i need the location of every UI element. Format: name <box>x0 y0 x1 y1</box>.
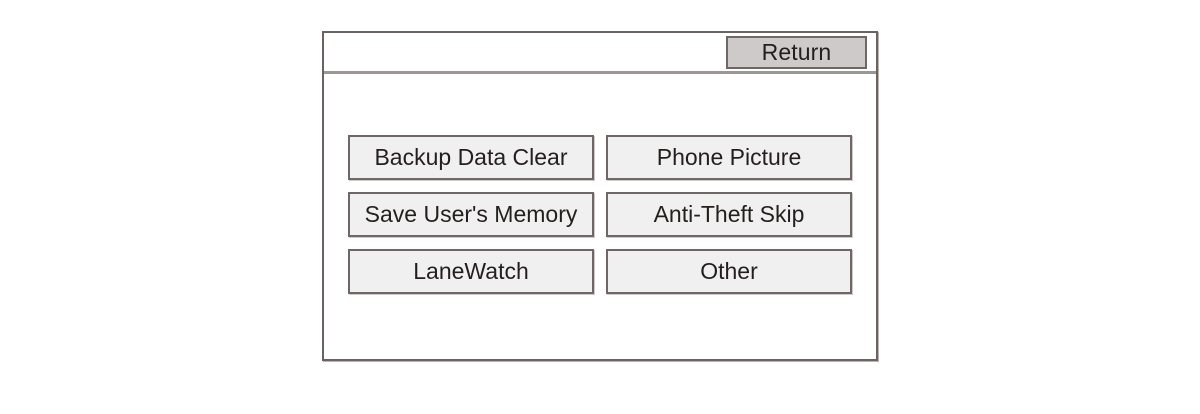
menu-button-label: Save User's Memory <box>364 201 578 227</box>
return-button-label: Return <box>761 39 832 65</box>
return-button[interactable]: Return <box>726 36 867 69</box>
menu-button-label: Backup Data Clear <box>374 144 568 170</box>
menu-body: Backup Data Clear Phone Picture Save Use… <box>324 74 876 359</box>
menu-button-anti-theft-skip[interactable]: Anti-Theft Skip <box>606 192 852 237</box>
menu-button-label: LaneWatch <box>413 258 529 284</box>
menu-grid: Backup Data Clear Phone Picture Save Use… <box>348 135 852 294</box>
device-screen-frame: Return Backup Data Clear Phone Picture S… <box>322 31 878 361</box>
title-bar: Return <box>324 33 876 74</box>
menu-button-lanewatch[interactable]: LaneWatch <box>348 249 594 294</box>
menu-button-other[interactable]: Other <box>606 249 852 294</box>
menu-button-backup-data-clear[interactable]: Backup Data Clear <box>348 135 594 180</box>
menu-button-label: Phone Picture <box>656 144 802 170</box>
menu-button-phone-picture[interactable]: Phone Picture <box>606 135 852 180</box>
menu-button-label: Anti-Theft Skip <box>653 201 805 227</box>
menu-button-label: Other <box>700 258 758 284</box>
menu-button-save-users-memory[interactable]: Save User's Memory <box>348 192 594 237</box>
